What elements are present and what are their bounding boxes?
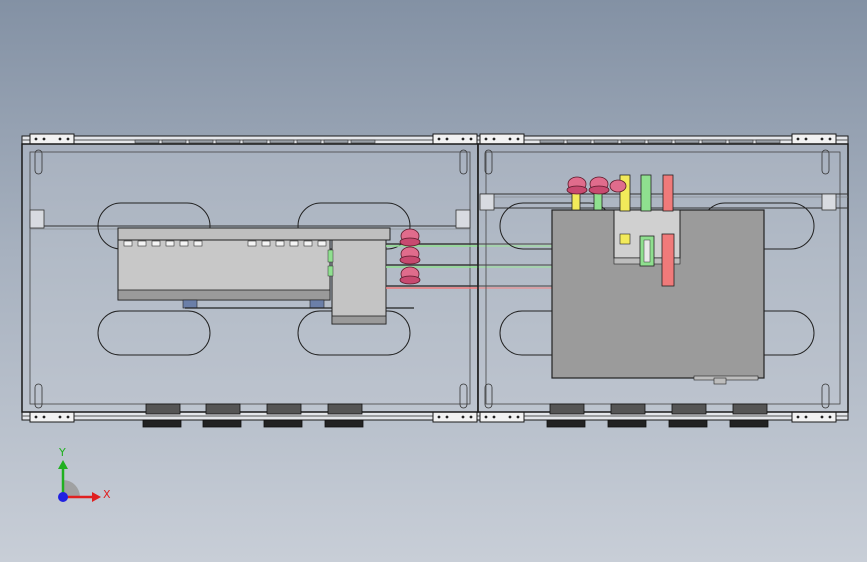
left-equipment-vents	[123, 240, 327, 247]
x-axis-arrowhead	[92, 492, 101, 502]
z-axis-dot	[58, 492, 68, 502]
x-axis-label: X	[103, 488, 111, 501]
y-axis-arrowhead	[58, 460, 68, 469]
left-equipment-chassis[interactable]	[117, 227, 414, 309]
bottom-bolt-holes	[34, 415, 832, 419]
bottom-rail	[21, 411, 849, 423]
left-insulators[interactable]	[399, 228, 421, 285]
right-insulators[interactable]	[566, 176, 627, 195]
y-axis-label: Y	[58, 446, 66, 459]
base-feet	[142, 403, 769, 428]
terminal-block[interactable]	[613, 209, 681, 287]
top-bolt-holes	[34, 137, 832, 141]
axis-triad: X Y	[58, 446, 111, 502]
right-cabinet-side-slots	[479, 149, 837, 409]
left-equipment-side-box[interactable]	[327, 239, 387, 325]
top-vent-slots	[134, 139, 781, 144]
left-cabinet-side-slots	[29, 149, 471, 409]
triad-arc	[63, 480, 80, 497]
